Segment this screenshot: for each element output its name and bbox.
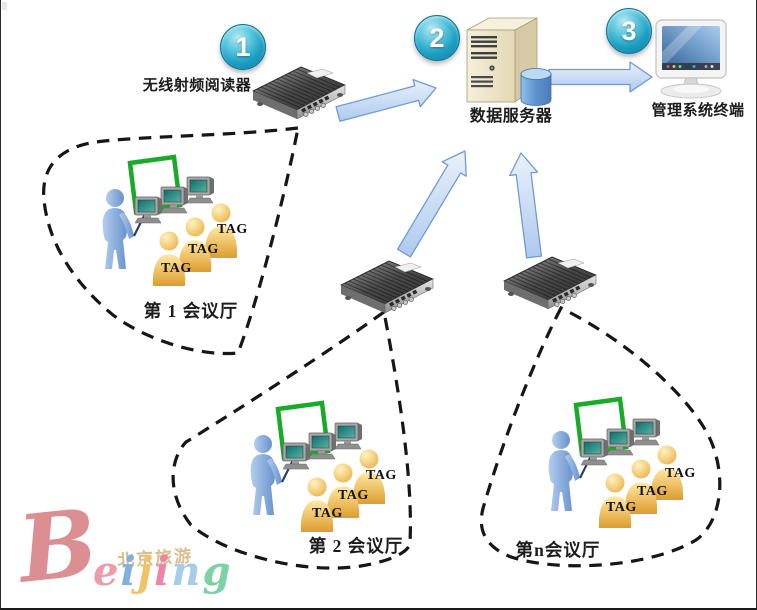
arrow-readern-to-server-icon (509, 152, 543, 259)
rfid-reader-icon (252, 66, 346, 120)
scan-artifact-mark (2, 2, 7, 10)
hall-1-outline (42, 126, 300, 356)
wm-letter: i (120, 548, 138, 595)
watermark-letters: eijing (93, 548, 232, 595)
arrow-server-to-terminal-icon (548, 61, 653, 93)
hall-n-outline (479, 305, 722, 568)
hall-2-outline (171, 309, 412, 570)
arrow-reader2-to-server-icon (396, 150, 467, 258)
wm-letter: j (137, 548, 155, 595)
wm-letter: i (154, 548, 172, 595)
wm-letter: g (202, 548, 233, 595)
wm-letter: e (93, 548, 121, 595)
arrow-reader1-to-server-icon (335, 78, 437, 122)
wm-letter: n (171, 548, 203, 595)
hall-n-scene (549, 399, 684, 528)
hall-1-scene (103, 157, 238, 286)
hall-2-scene (251, 403, 386, 532)
rfid-reader-icon (340, 260, 434, 314)
rfid-reader-icon (503, 256, 597, 310)
terminal-monitor-icon (655, 19, 727, 99)
data-server-icon (466, 17, 552, 106)
